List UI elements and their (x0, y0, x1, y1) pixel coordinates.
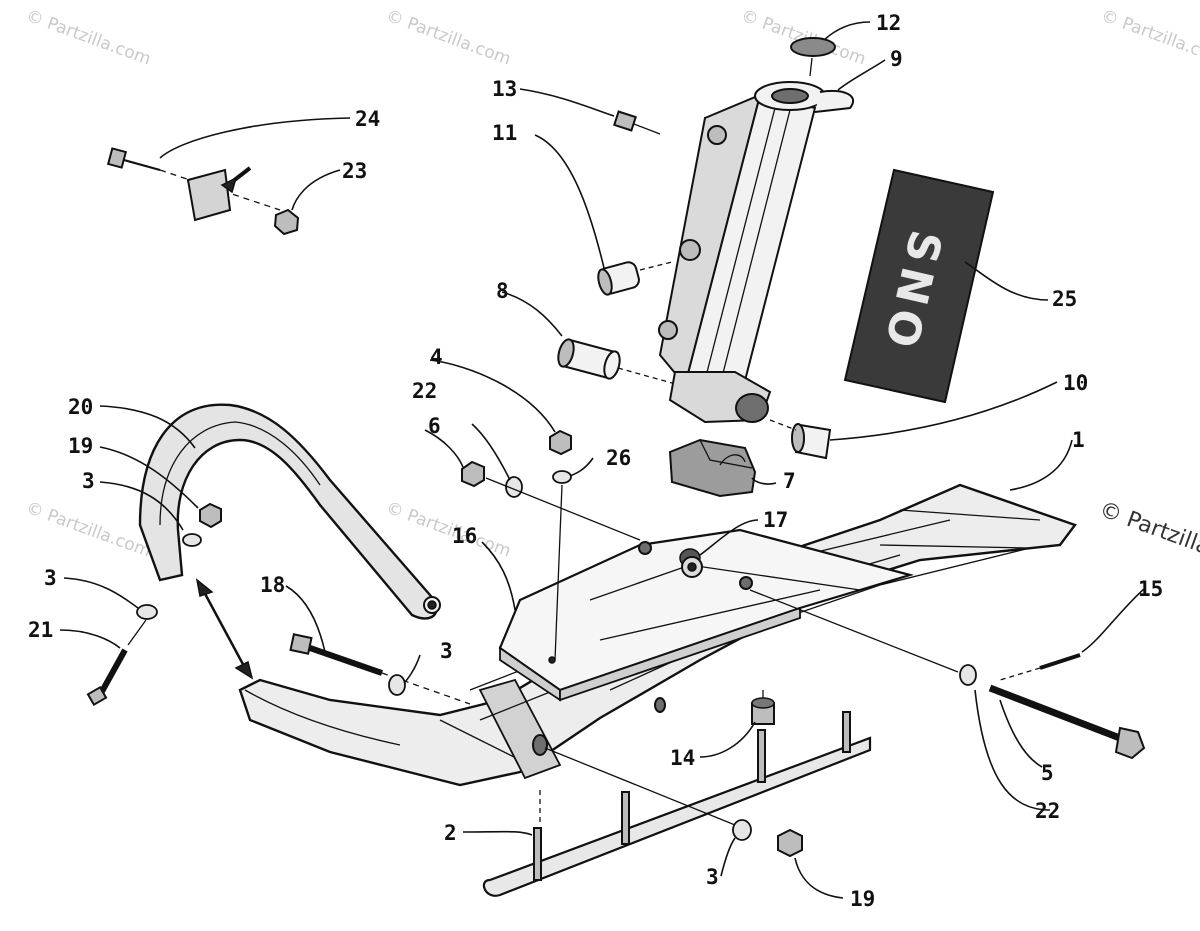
callout-3: 3 (44, 566, 57, 590)
callout-12: 12 (876, 11, 901, 35)
nut-part-19a (199, 502, 222, 529)
watermark-text: © Partzilla.com (1098, 6, 1200, 70)
ski-saddle-part-16 (498, 528, 915, 702)
bushing-part-10 (769, 419, 832, 460)
bolt-part-5 (749, 589, 1146, 760)
washer-part-26 (552, 470, 572, 484)
callout-labels: 1 2 3 3 3 3 4 5 6 7 8 9 10 11 12 13 14 1… (28, 11, 1163, 911)
washer-part-22a (505, 476, 523, 498)
callout-3: 3 (82, 469, 95, 493)
callout-19: 19 (850, 887, 875, 911)
callout-3: 3 (440, 639, 453, 663)
watermark-text: © Partzilla.com (383, 6, 513, 70)
bushing-part-11 (597, 261, 673, 296)
ski-loop-part-20 (138, 403, 441, 620)
callout-3: 3 (706, 865, 719, 889)
callout-8: 8 (496, 279, 509, 303)
callout-10: 10 (1063, 371, 1088, 395)
rubber-block-part-7 (668, 438, 757, 498)
washer-part-22b (959, 664, 977, 686)
callout-7: 7 (783, 469, 796, 493)
callout-17: 17 (763, 508, 788, 532)
watermark-text: © Partzilla.com (23, 6, 153, 70)
callout-2: 2 (444, 821, 457, 845)
callout-5: 5 (1041, 761, 1054, 785)
callout-14: 14 (670, 746, 695, 770)
wear-bar-part-2 (482, 711, 872, 897)
nut-part-6 (461, 460, 485, 488)
spacer-part-14 (751, 690, 775, 725)
nut-part-19b (777, 828, 803, 858)
spindle-housing-part-9 (658, 81, 855, 424)
watermark-text: © Partzilla.com (383, 498, 513, 562)
leader-lines (59, 21, 1146, 899)
watermark-text: © Partzilla.com (23, 498, 153, 562)
bushing-part-8 (557, 338, 673, 384)
callout-21: 21 (28, 618, 53, 642)
callout-25: 25 (1052, 287, 1077, 311)
callout-20: 20 (68, 395, 93, 419)
watermark-text: © Partzilla.com (738, 6, 868, 70)
nut-part-23 (273, 208, 300, 236)
parts-drawing: SNO (86, 37, 1146, 897)
callout-11: 11 (492, 121, 517, 145)
bolt-part-15 (999, 653, 1081, 681)
callout-26: 26 (606, 446, 631, 470)
decal-part-25: SNO (843, 168, 995, 404)
callout-1: 1 (1072, 428, 1085, 452)
washer-part-3a (182, 533, 202, 547)
callout-24: 24 (355, 107, 380, 131)
callout-9: 9 (890, 47, 903, 71)
grease-fitting-part-13 (613, 110, 661, 135)
callout-22: 22 (412, 379, 437, 403)
plug-part-12 (790, 37, 836, 57)
callout-6: 6 (428, 414, 441, 438)
callout-23: 23 (342, 159, 367, 183)
washer-part-3d (732, 819, 752, 841)
reference-arrow (195, 578, 254, 680)
callout-15: 15 (1138, 577, 1163, 601)
washer-part-3c (388, 674, 406, 696)
callout-18: 18 (260, 573, 285, 597)
bolt-part-24 (106, 147, 281, 211)
callout-19: 19 (68, 434, 93, 458)
nut-part-4 (549, 429, 572, 456)
callout-22: 22 (1035, 799, 1060, 823)
bolt-part-21 (86, 619, 147, 707)
callout-16: 16 (452, 524, 477, 548)
washer-part-3b (136, 604, 158, 620)
callout-4: 4 (430, 345, 443, 369)
callout-13: 13 (492, 77, 517, 101)
washer-part-17 (681, 556, 703, 578)
bracket-part-24 (186, 166, 252, 222)
watermark-corner-text: © Partzilla (1096, 497, 1200, 560)
